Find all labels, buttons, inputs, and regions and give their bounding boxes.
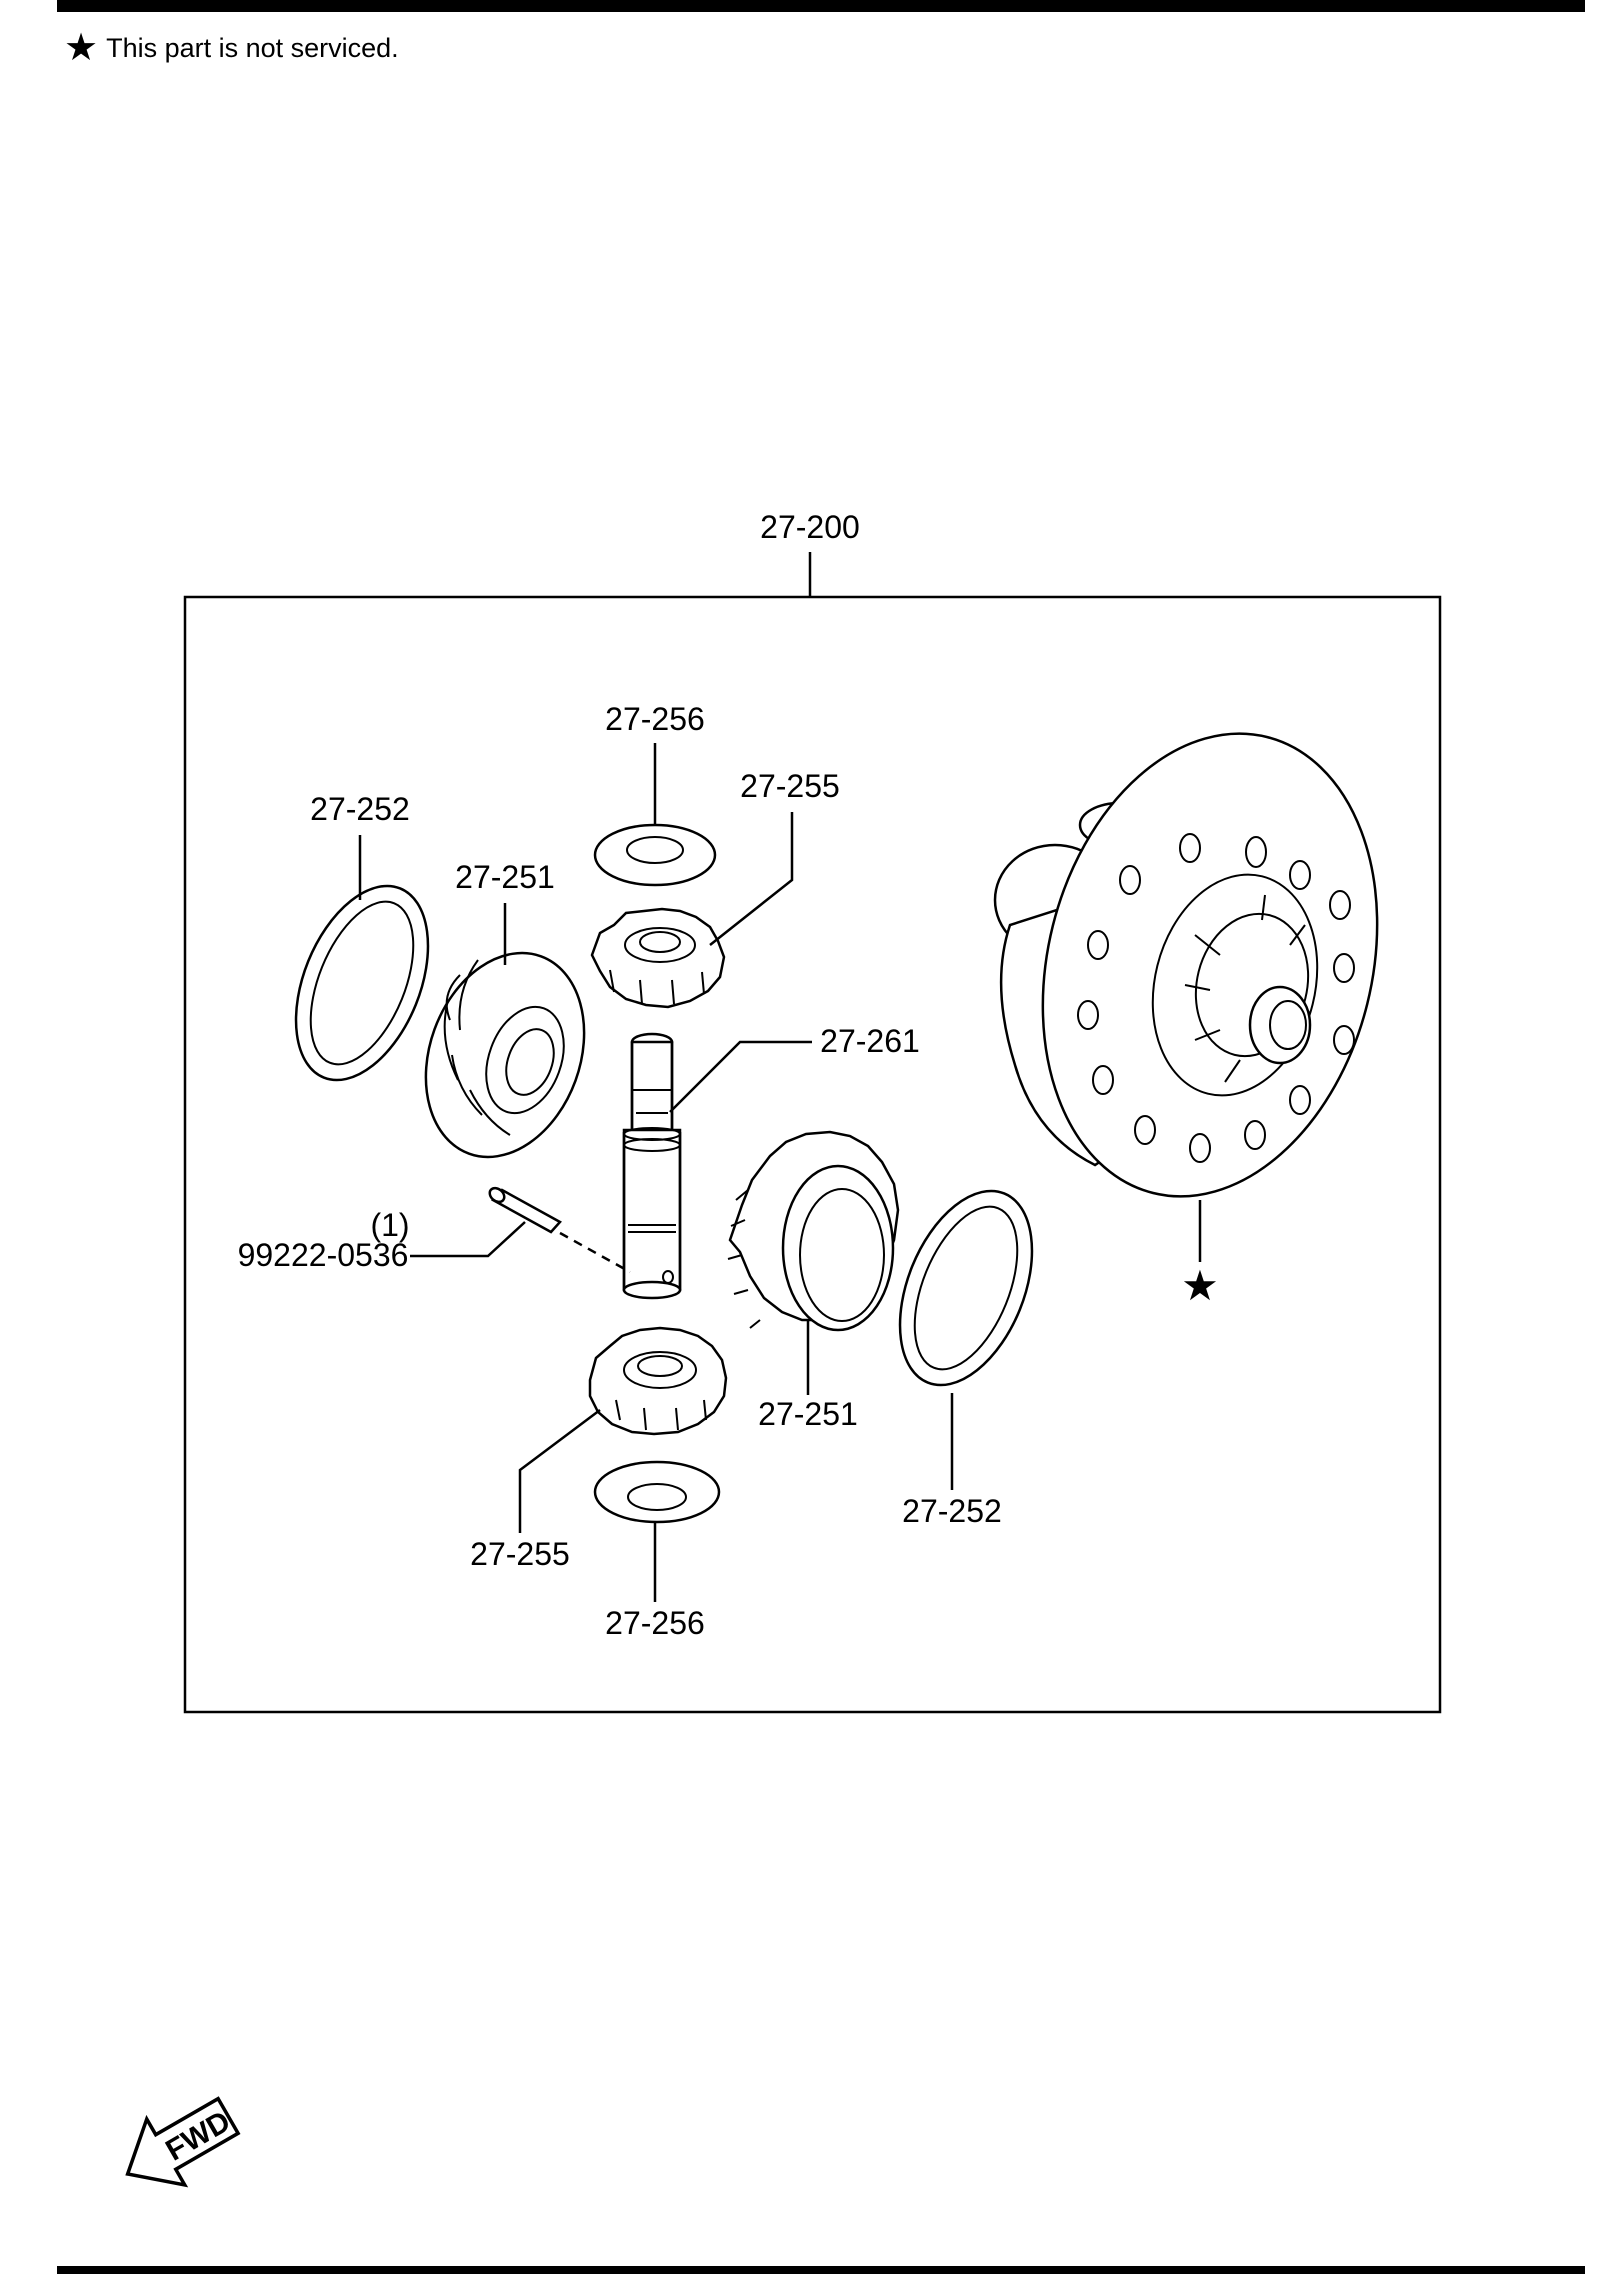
star-icon-case-marker: ★: [1181, 1261, 1219, 1310]
assembly-frame-box: [183, 595, 1442, 1714]
note-text: This part is not serviced.: [106, 33, 399, 63]
star-icon: ★: [64, 27, 99, 69]
label-27-255-bottom: 27-255: [470, 1536, 570, 1572]
side-gear-left: [424, 951, 586, 1159]
label-27-255-top: 27-255: [740, 768, 840, 804]
label-pin-quantity: (1): [370, 1207, 409, 1243]
pinion-shaft: [622, 1032, 682, 1300]
lock-pin: [488, 1186, 562, 1234]
leader-27-255-top: [709, 812, 794, 946]
label-27-200: 27-200: [760, 509, 860, 545]
label-27-256-top: 27-256: [605, 701, 705, 737]
bottom-border-bar: [57, 2266, 1585, 2274]
pin-insertion-line: [559, 1231, 631, 1274]
differential-case: [993, 732, 1379, 1198]
thrust-washer-bottom: [593, 1460, 721, 1524]
label-27-256-bottom: 27-256: [605, 1605, 705, 1641]
thrust-washer-top: [593, 823, 717, 887]
pinion-gear-top: [590, 907, 726, 1009]
thrust-washer-right: [898, 1189, 1034, 1387]
leader-27-261: [669, 1040, 812, 1113]
leader-pin: [410, 1221, 526, 1258]
top-border-bar: [57, 0, 1585, 12]
leader-27-255-bottom: [518, 1409, 601, 1533]
not-serviced-note: ★ This part is not serviced.: [64, 28, 399, 68]
pinion-gear-bottom: [588, 1326, 728, 1436]
label-27-251-left: 27-251: [455, 859, 555, 895]
label-pin-number: 99222-0536: [238, 1237, 409, 1273]
label-27-252-right: 27-252: [902, 1493, 1002, 1529]
label-27-261: 27-261: [820, 1023, 920, 1059]
thrust-washer-left: [294, 884, 430, 1082]
side-gear-right: [727, 1130, 900, 1332]
fwd-arrow-icon: FWD: [125, 2096, 241, 2188]
label-27-252-left: 27-252: [310, 791, 410, 827]
label-27-251-right: 27-251: [758, 1396, 858, 1432]
